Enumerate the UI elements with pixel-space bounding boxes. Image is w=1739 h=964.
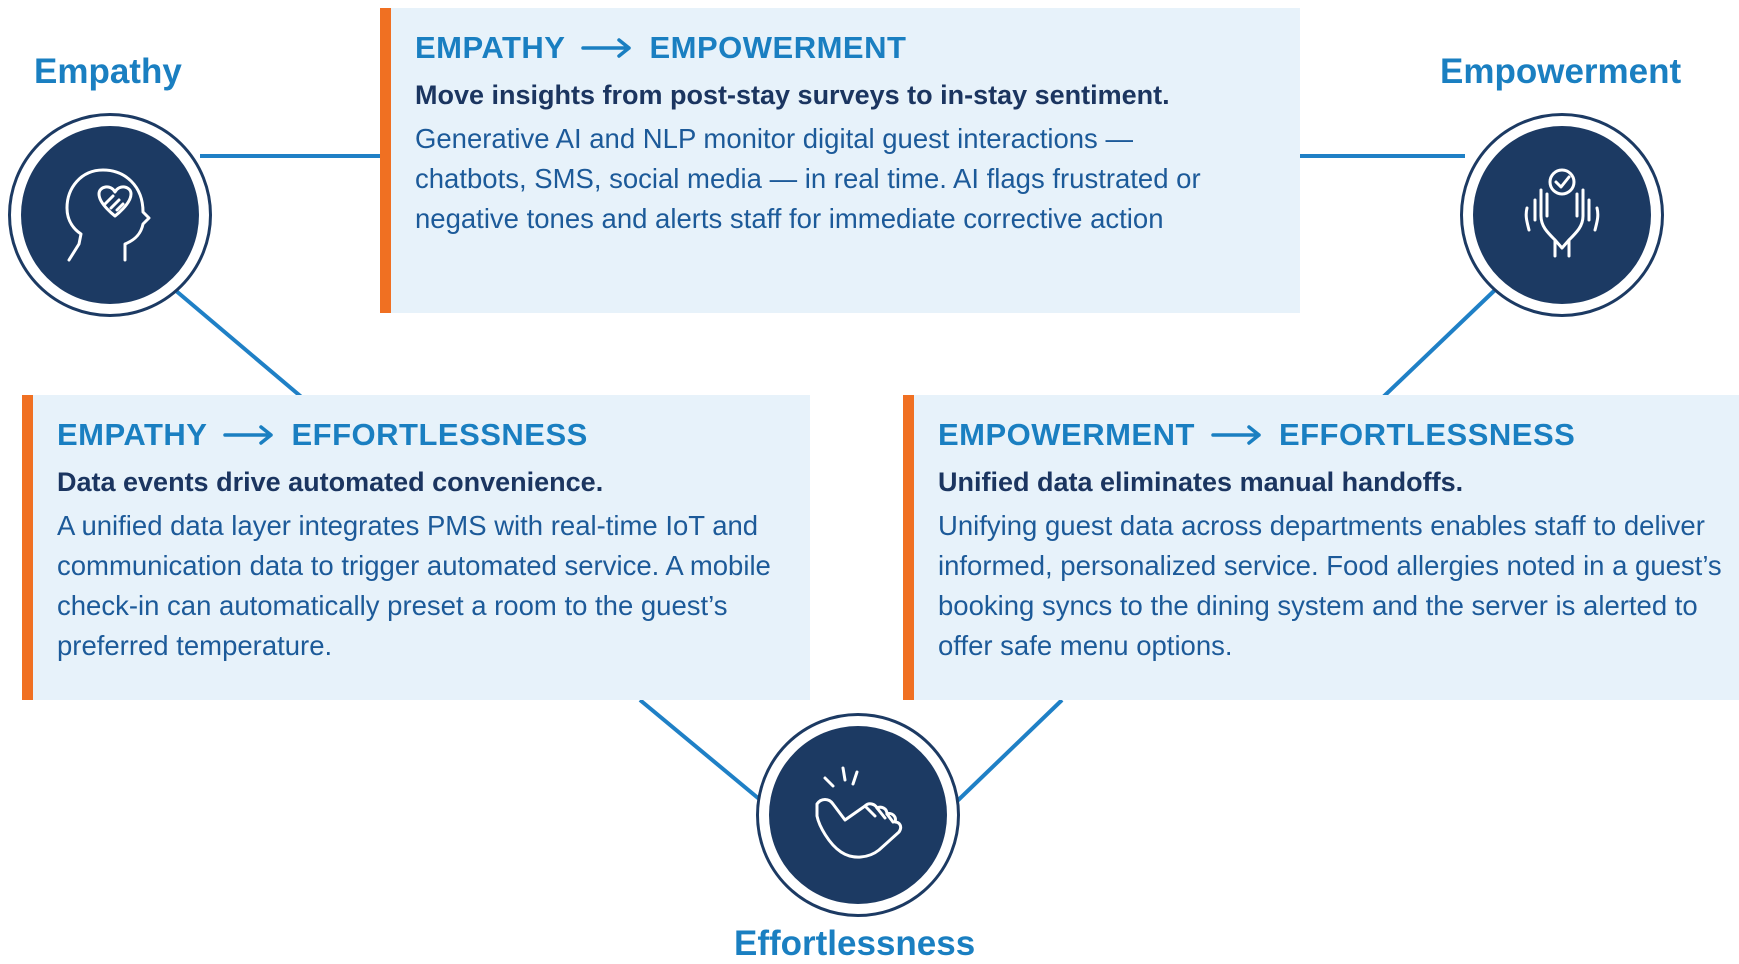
card-body: Generative AI and NLP monitor digital gu… [415,123,1201,234]
card-to: EFFORTLESSNESS [1278,417,1576,452]
connector-empowerment-bottom [1378,288,1497,402]
card-body: A unified data layer integrates PMS with… [57,510,771,661]
card-body: Unifying guest data across departments e… [938,510,1722,661]
card-title: EMPATHY EFFORTLESSNESS [57,417,786,453]
arrow-right-icon [581,38,632,58]
card-title: EMPOWERMENT EFFORTLESSNESS [938,417,1715,453]
effortlessness-label: Effortlessness [734,924,976,963]
card-from: EMPOWERMENT [938,417,1195,452]
hands-check-icon [1524,168,1600,258]
card-from: EMPATHY [415,30,566,65]
connector-effortlessness-left [638,698,772,810]
card-to: EMPOWERMENT [649,30,907,65]
card-to: EFFORTLESSNESS [291,417,588,452]
arrow-right-icon [223,425,274,445]
card-from: EMPATHY [57,417,208,452]
card-subtitle: Move insights from post-stay surveys to … [415,80,1170,110]
card-empathy-effortlessness: EMPATHY EFFORTLESSNESS Data events drive… [22,395,810,700]
empathy-node [8,113,212,317]
effortlessness-node [756,713,960,917]
connector-empathy-bottom [173,288,307,402]
card-title: EMPATHY EMPOWERMENT [415,30,1276,66]
head-heart-icon [65,168,151,262]
connector-effortlessness-right [948,698,1064,810]
card-subtitle: Unified data eliminates manual handoffs. [938,467,1464,497]
card-empowerment-effortlessness: EMPOWERMENT EFFORTLESSNESS Unified data … [903,395,1739,700]
empathy-label: Empathy [34,52,182,91]
arrow-right-icon [1211,425,1261,445]
card-empathy-empowerment: EMPATHY EMPOWERMENT Move insights from p… [380,8,1300,313]
snap-hand-icon [815,766,903,859]
empowerment-label: Empowerment [1440,52,1682,91]
empowerment-node [1460,113,1664,317]
card-subtitle: Data events drive automated convenience. [57,467,604,497]
